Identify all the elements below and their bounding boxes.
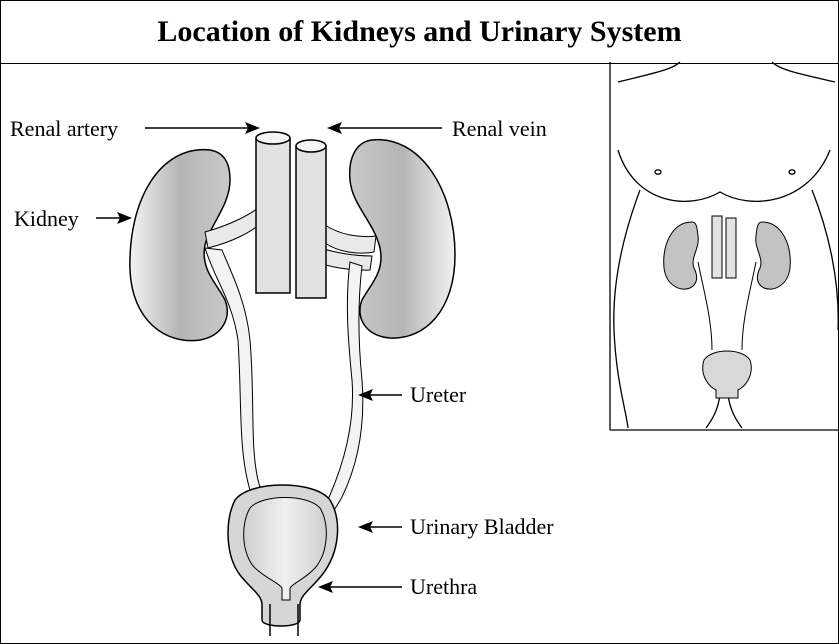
- kidney-label: Kidney: [14, 206, 79, 232]
- right-renal-branch: [325, 225, 376, 253]
- vena-cava-top: [296, 140, 326, 152]
- renal-vein-label: Renal vein: [452, 116, 547, 142]
- ureter-label: Ureter: [410, 382, 466, 408]
- renal-artery-label: Renal artery: [10, 116, 118, 142]
- vena-cava: [296, 146, 326, 298]
- aorta: [256, 138, 290, 293]
- urethra-label: Urethra: [410, 574, 477, 600]
- inset-organs: [664, 216, 791, 398]
- aorta-top: [256, 132, 290, 144]
- urinary-bladder-label: Urinary Bladder: [410, 514, 554, 540]
